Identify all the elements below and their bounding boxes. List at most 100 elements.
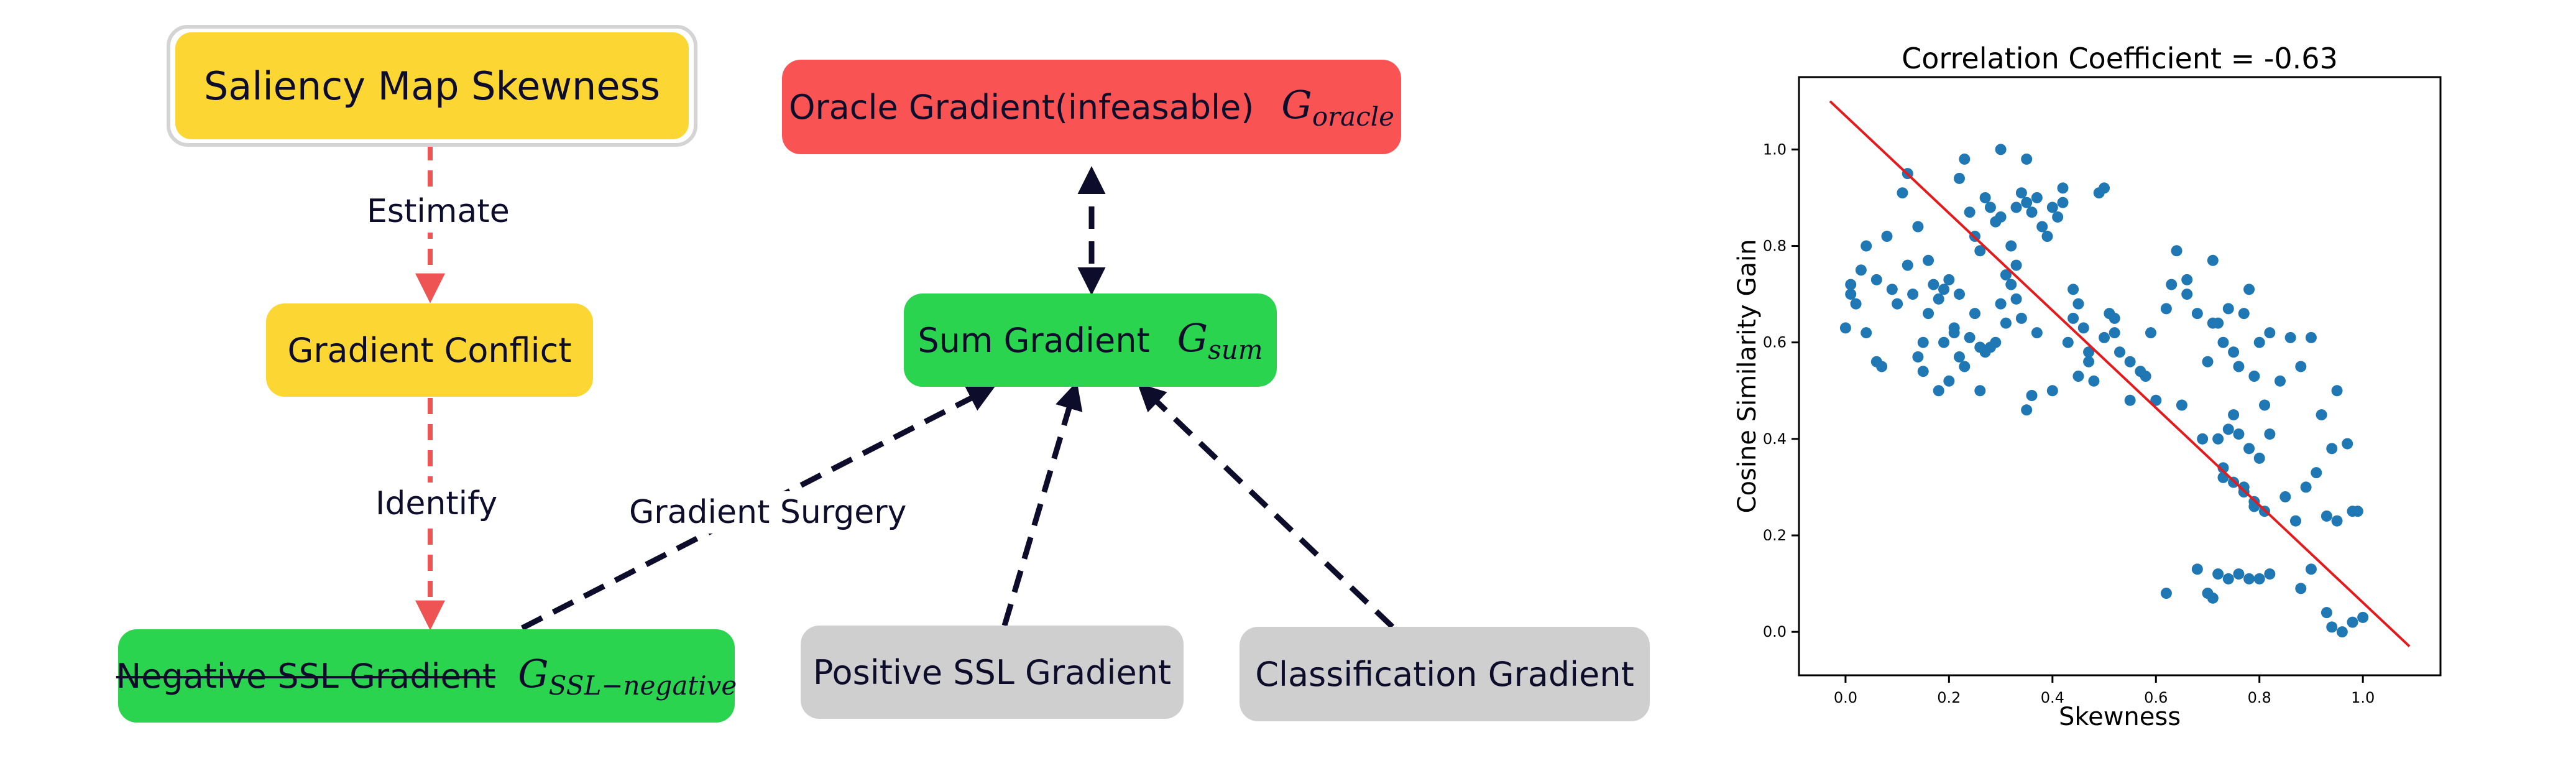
scatter-point: [1943, 274, 1955, 285]
y-tick-label: 0.8: [1763, 238, 1787, 255]
scatter-point: [2336, 626, 2348, 638]
scatter-point: [2207, 592, 2219, 604]
scatter-point: [2088, 375, 2100, 387]
scatter-point: [2357, 611, 2369, 623]
scatter-point: [2243, 443, 2255, 455]
scatter-point: [2099, 331, 2110, 343]
scatter-point: [2046, 385, 2058, 397]
scatter-point: [2305, 563, 2317, 575]
scatter-point: [2222, 303, 2234, 315]
scatter-point: [2311, 467, 2322, 479]
edge-label-gradient-surgery: Gradient Surgery: [622, 491, 914, 534]
scatter-point: [2062, 336, 2074, 348]
scatter-point: [2347, 506, 2358, 517]
scatter-point: [2114, 346, 2125, 358]
scatter-point: [2160, 588, 2172, 599]
scatter-point: [2321, 607, 2332, 619]
sum-node-symbol: Gsum: [1177, 315, 1263, 365]
scatter-point: [2326, 443, 2338, 455]
conflict-node-label: Gradient Conflict: [287, 330, 572, 370]
y-tick-label: 0.2: [1763, 527, 1787, 544]
negative-symbol-base: G: [518, 651, 549, 696]
scatter-point: [1995, 211, 2007, 223]
scatter-point: [2217, 462, 2229, 474]
scatter-point: [1902, 259, 1913, 271]
scatter-point: [2197, 433, 2209, 445]
scatter-point: [2176, 399, 2187, 411]
scatter-point: [2010, 293, 2022, 305]
scatter-point: [2010, 259, 2022, 271]
scatter-point: [1954, 351, 1965, 363]
chart-title: Correlation Coefficient = -0.63: [1902, 42, 2338, 75]
regression-line: [1829, 100, 2411, 647]
scatter-point: [1917, 366, 1929, 377]
scatter-point: [2228, 409, 2240, 421]
scatter-point: [1938, 336, 1950, 348]
classification-node-label: Classification Gradient: [1255, 654, 1634, 694]
scatter-point: [2171, 245, 2183, 257]
scatter-point: [1861, 240, 1872, 252]
scatter-point: [1897, 187, 1908, 199]
scatter-point: [2342, 438, 2353, 450]
scatter-point: [2212, 433, 2224, 445]
positive-node-label: Positive SSL Gradient: [812, 652, 1172, 692]
sum-node: Sum Gradient Gsum: [904, 293, 1277, 387]
negative-node-symbol: GSSL−negative: [518, 651, 737, 701]
scatter-point: [2284, 331, 2296, 343]
scatter-point: [1892, 298, 1903, 310]
y-axis-label: Cosine Similarity Gain: [1733, 239, 1762, 514]
scatter-point: [1954, 289, 1965, 300]
scatter-point: [2264, 568, 2276, 580]
scatter-point: [2135, 366, 2146, 377]
scatter-point: [2326, 621, 2338, 633]
scatter-point: [2031, 327, 2043, 339]
classification-node: Classification Gradient: [1240, 627, 1650, 721]
scatter-point: [2300, 481, 2312, 493]
scatter-point: [1886, 284, 1898, 295]
edge-positive-sum: [1001, 381, 1083, 627]
x-tick-label: 1.0: [2351, 689, 2375, 706]
scatter-point: [1923, 254, 1934, 266]
scatter-point: [2000, 317, 2012, 329]
scatter-point: [1907, 289, 1919, 300]
scatter-point: [2026, 390, 2038, 402]
scatter-point: [2243, 573, 2255, 585]
scatter-point: [2109, 312, 2120, 324]
edge-classification-sum: [1137, 382, 1395, 629]
scatter-point: [1959, 361, 1971, 372]
scatter-point: [1969, 308, 1980, 320]
scatter-point: [2191, 563, 2203, 575]
scatter-point: [1984, 341, 1996, 353]
sum-symbol-sub: sum: [1208, 335, 1263, 365]
positive-node: Positive SSL Gradient: [801, 626, 1184, 719]
oracle-symbol-sub: oracle: [1312, 101, 1395, 132]
scatter-point: [2259, 399, 2271, 411]
negative-node-label: Negative SSL Gradient: [116, 656, 496, 696]
scatter-point: [1964, 331, 1976, 343]
scatter-point: [1959, 153, 1971, 165]
scatter-point: [1974, 245, 1986, 257]
y-tick-label: 0.4: [1763, 430, 1787, 448]
scatter-point: [2275, 375, 2286, 387]
oracle-node-symbol: Goracle: [1281, 82, 1394, 132]
scatter-point: [1912, 351, 1924, 363]
scatter-point: [2295, 583, 2307, 594]
scatter-point: [2031, 192, 2043, 203]
scatter-point: [2243, 284, 2255, 295]
scatter-point: [2072, 298, 2084, 310]
scatter-point: [1979, 192, 1991, 203]
edge-label-identify: Identify: [368, 483, 505, 525]
scatter-point: [2083, 356, 2095, 367]
sum-node-label: Sum Gradient: [918, 320, 1150, 360]
scatter-point: [2289, 515, 2301, 527]
scatter-point: [2026, 206, 2038, 218]
scatter-point: [2238, 308, 2250, 320]
scatter-points: [1839, 144, 2369, 638]
scatter-point: [1876, 361, 1888, 372]
scatter-point: [2015, 187, 2027, 199]
scatter-point: [2253, 573, 2265, 585]
scatter-point: [2321, 510, 2332, 522]
scatter-point: [2181, 289, 2193, 300]
